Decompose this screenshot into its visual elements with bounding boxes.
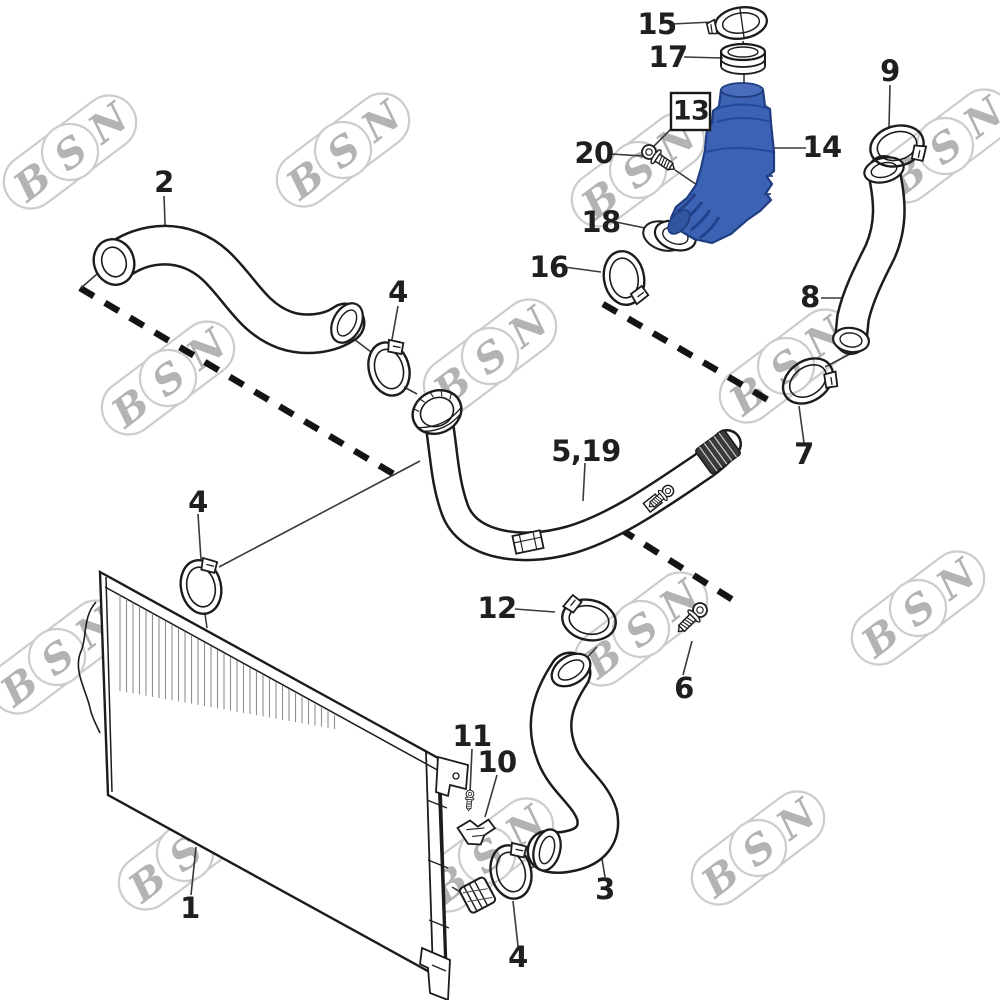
cap-part-15 <box>705 6 768 40</box>
hose-part-2 <box>92 224 366 355</box>
hose-5-knurled-end <box>695 429 741 475</box>
radiator-left-bracket <box>77 601 101 734</box>
hose-part-5-19 <box>411 389 742 562</box>
radiator-fins <box>114 592 340 730</box>
hose-5-clip <box>511 529 545 555</box>
radiator-part-1 <box>77 569 497 1000</box>
hose-part-3 <box>526 651 620 874</box>
bracket-part-10 <box>456 818 497 846</box>
radiator-outlet-connector <box>459 876 497 914</box>
radiator-foot-bracket <box>419 946 451 1000</box>
clamp-part-4a <box>360 335 418 402</box>
hose-5-bracket-screw <box>642 481 678 514</box>
clamp-part-16 <box>598 246 651 311</box>
clamp-part-4b <box>174 554 229 619</box>
hose-part-8 <box>831 155 906 355</box>
radiator-upper-bracket <box>435 755 469 798</box>
highlighted-part-14 <box>667 82 776 245</box>
ring-part-17 <box>719 42 767 75</box>
label-13-box <box>669 91 712 132</box>
screw-part-11 <box>463 789 476 812</box>
assembly-dashed-lines <box>78 285 777 603</box>
hose-5-ribbed-end <box>411 389 463 435</box>
